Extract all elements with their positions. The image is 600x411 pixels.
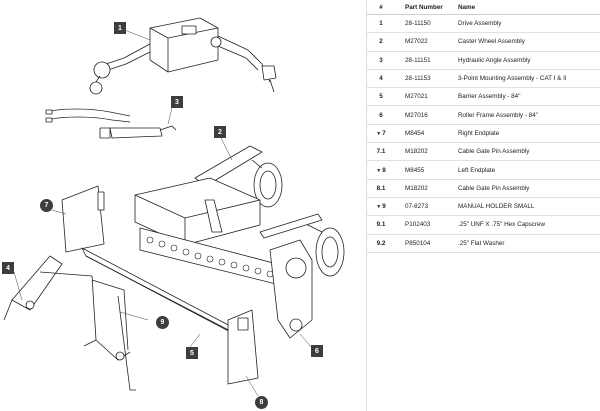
row-number[interactable]: ▼9 xyxy=(367,197,395,217)
row-part-name: Right Endplate xyxy=(454,124,600,144)
callout-5[interactable]: 5 xyxy=(186,347,198,359)
row-number-label: 8.1 xyxy=(376,184,386,192)
row-part-number: 28-11150 xyxy=(395,14,454,34)
row-part-number: P850104 xyxy=(395,234,454,253)
row-number-label: 1 xyxy=(379,20,383,28)
caret-down-icon[interactable]: ▼ xyxy=(376,204,382,211)
row-number: 9.1 xyxy=(367,215,395,235)
right-endplate-drawing xyxy=(61,185,105,253)
caret-down-icon[interactable]: ▼ xyxy=(376,167,382,174)
row-number: 6 xyxy=(367,105,395,125)
row-part-name: Drive Assembly xyxy=(454,14,600,34)
caster-wheel-drawing xyxy=(194,145,345,277)
row-part-number: 28-11151 xyxy=(395,51,454,70)
callout-7[interactable]: 7 xyxy=(40,199,53,212)
row-part-number: M27022 xyxy=(395,32,454,52)
row-number-label: 9 xyxy=(382,203,386,211)
row-number: 8.1 xyxy=(367,179,395,198)
drive-assembly-drawing xyxy=(89,17,277,95)
row-part-name: MANUAL HOLDER SMALL xyxy=(454,197,600,217)
row-number-label: 7 xyxy=(382,129,386,137)
row-part-number: M27016 xyxy=(395,105,454,125)
header-name: Name xyxy=(454,0,600,15)
row-number[interactable]: ▼7 xyxy=(367,124,395,144)
row-number[interactable]: ▼8 xyxy=(367,160,395,180)
callout-3[interactable]: 3 xyxy=(171,96,183,108)
callout-8[interactable]: 8 xyxy=(255,396,268,409)
row-part-name: Caster Wheel Assembly xyxy=(454,32,600,52)
header-part-number: Part Number xyxy=(395,0,454,15)
row-number: 7.1 xyxy=(367,142,395,162)
row-part-name: Barrier Assembly - 84" xyxy=(454,87,600,107)
exploded-view-drawing xyxy=(3,17,345,397)
caret-down-icon[interactable]: ▼ xyxy=(376,130,382,137)
left-endplate-drawing xyxy=(227,309,259,385)
callout-4[interactable]: 4 xyxy=(2,262,14,274)
row-number-label: 6 xyxy=(379,111,383,119)
row-number: 4 xyxy=(367,69,395,89)
row-part-number: M8455 xyxy=(395,160,454,180)
table-row[interactable]: 9.2 P850104.25" Flat Washer xyxy=(367,234,600,253)
callout-2[interactable]: 2 xyxy=(214,126,226,138)
row-part-name: .25" UNF X .75" Hex Capscrew xyxy=(454,215,600,235)
row-part-name: Left Endplate xyxy=(454,160,600,180)
row-part-number: P102403 xyxy=(395,215,454,235)
row-number: 3 xyxy=(367,51,395,70)
three-point-mount-drawing xyxy=(3,255,136,391)
callout-6[interactable]: 6 xyxy=(311,345,323,357)
row-part-number: M8454 xyxy=(395,124,454,144)
row-part-name: Roller Frame Assembly - 84" xyxy=(454,105,600,125)
header-num: # xyxy=(367,0,395,15)
row-part-number: 28-11153 xyxy=(395,69,454,89)
panel-divider xyxy=(366,0,367,411)
row-part-name: .25" Flat Washer xyxy=(454,234,600,253)
row-number-label: 3 xyxy=(379,56,383,64)
row-part-name: 3-Point Mounting Assembly - CAT I & II xyxy=(454,69,600,89)
roller-frame-drawing xyxy=(134,177,313,339)
row-part-number: M18202 xyxy=(395,142,454,162)
row-number: 2 xyxy=(367,32,395,52)
row-number-label: 2 xyxy=(379,38,383,46)
row-part-number: 07-8273 xyxy=(395,197,454,217)
row-number: 1 xyxy=(367,14,395,34)
row-number: 9.2 xyxy=(367,234,395,253)
row-part-name: Cable Gate Pin Assembly xyxy=(454,179,600,198)
row-part-name: Cable Gate Pin Assembly xyxy=(454,142,600,162)
row-number-label: 9.2 xyxy=(376,239,386,247)
row-number-label: 8 xyxy=(382,166,386,174)
row-part-number: M18202 xyxy=(395,179,454,198)
hydraulic-angle-drawing xyxy=(45,108,177,139)
row-number-label: 7.1 xyxy=(376,148,386,156)
parts-diagram: 1 2 3 4 5 6 7 8 9 xyxy=(2,17,345,409)
table-row[interactable]: 9.1 P102403.25" UNF X .75" Hex Capscrew xyxy=(367,215,600,235)
callout-9[interactable]: 9 xyxy=(156,316,169,329)
callout-1[interactable]: 1 xyxy=(114,22,126,34)
row-number-label: 5 xyxy=(379,93,383,101)
row-number: 5 xyxy=(367,87,395,107)
row-part-name: Hydraulic Angle Assembly xyxy=(454,51,600,70)
parts-table-header: # Part Number Name xyxy=(367,0,600,15)
row-number-label: 9.1 xyxy=(376,221,386,229)
row-part-number: M27021 xyxy=(395,87,454,107)
row-number-label: 4 xyxy=(379,75,383,83)
